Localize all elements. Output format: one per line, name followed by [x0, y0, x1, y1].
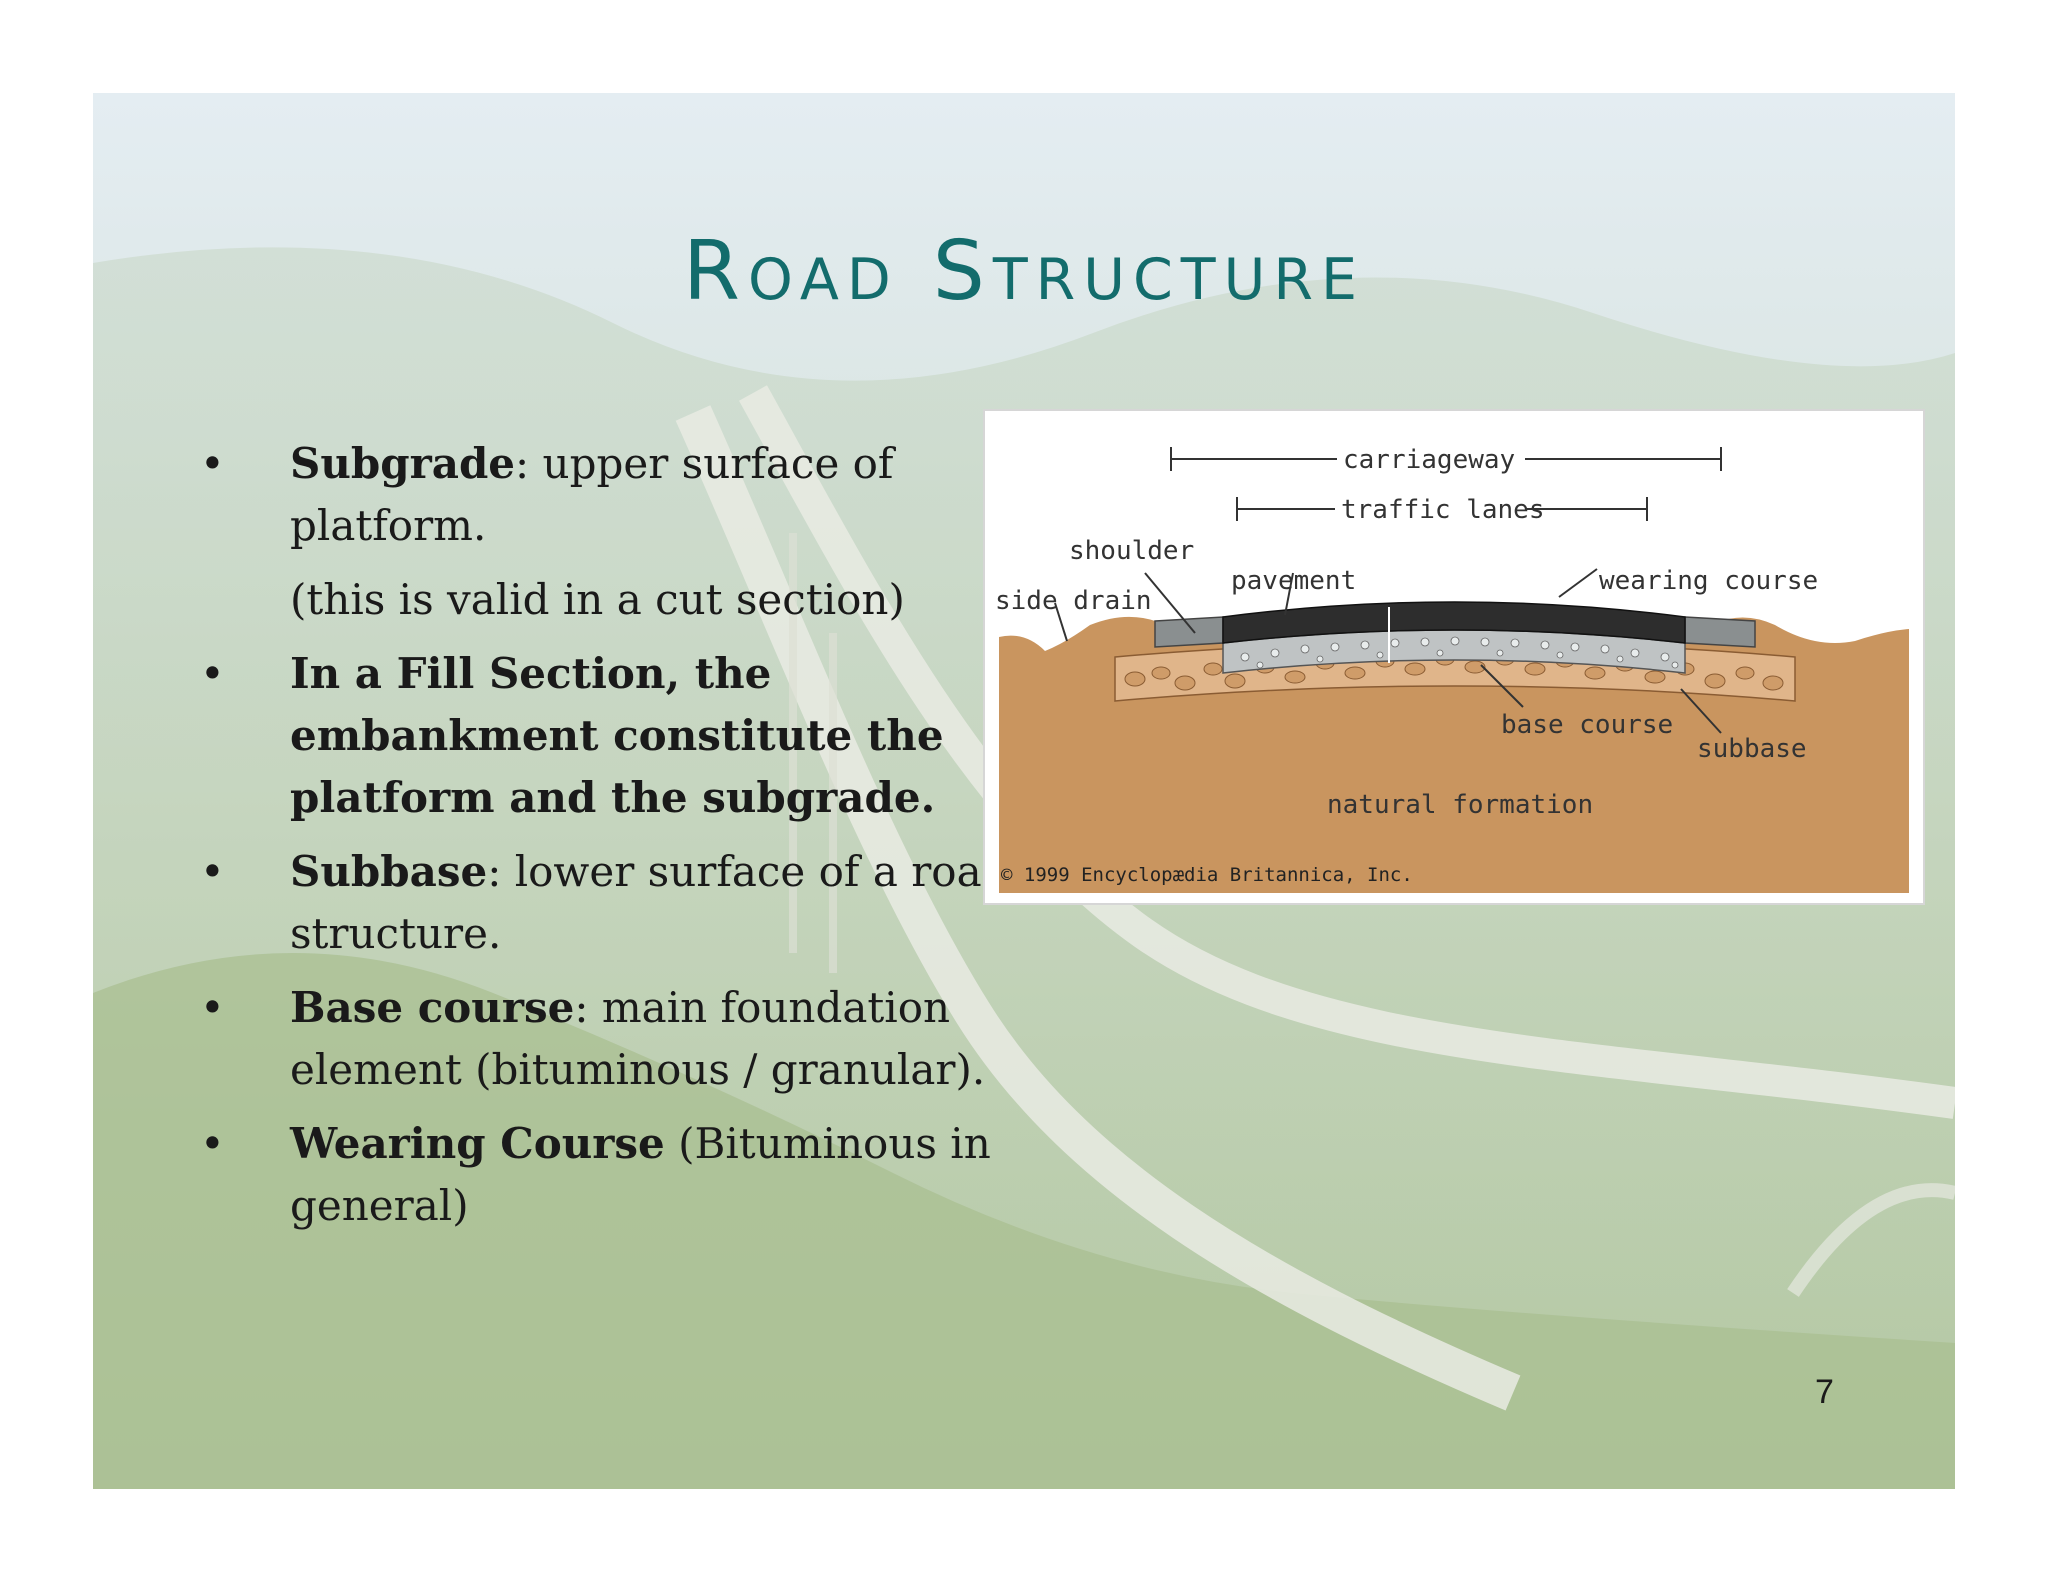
shoulder-left	[1154, 616, 1224, 648]
shoulder-right	[1684, 616, 1756, 648]
label-base-course: base course	[1501, 710, 1673, 740]
bullet-fill-section: • In a Fill Section, the embankment cons…	[200, 643, 1070, 829]
road-cross-section-figure: carriageway traffic lanes shoulder pavem…	[983, 409, 1925, 905]
label-subbase: subbase	[1697, 734, 1807, 764]
bullet-marker: •	[200, 439, 225, 488]
bullet-marker: •	[200, 847, 225, 896]
label-pavement: pavement	[1231, 566, 1356, 596]
term-wearing-course: Wearing Course	[290, 1119, 665, 1168]
term-fill-section: In a Fill Section, the embankment consti…	[290, 649, 944, 822]
note-cut-section: (this is valid in a cut section)	[290, 575, 905, 624]
text-wearing-course: (Bituminous in general)	[290, 1119, 991, 1230]
label-wearing-course: wearing course	[1599, 566, 1818, 596]
copyright-notice: © 1999 Encyclopædia Britannica, Inc.	[1001, 864, 1413, 886]
label-shoulder: shoulder	[1069, 536, 1194, 566]
bullet-marker: •	[200, 983, 225, 1032]
bullet-list: • Subgrade: upper surface of platform. (…	[200, 433, 1070, 1237]
page-number: 7	[1815, 1373, 1834, 1411]
bullet-base-course: • Base course: main foundation element (…	[200, 977, 1070, 1101]
term-base-course: Base course	[290, 983, 575, 1032]
bullet-subgrade: • Subgrade: upper surface of platform.	[200, 433, 1070, 557]
road-cross-section-diagram: carriageway traffic lanes shoulder pavem…	[995, 445, 1909, 893]
slide-title: Road Structure	[683, 224, 1365, 319]
label-side-drain: side drain	[995, 586, 1152, 616]
label-traffic-lanes: traffic lanes	[1341, 495, 1545, 525]
bullet-subbase: • Subbase: lower surface of a road struc…	[200, 841, 1070, 965]
slide: Road Structure • Subgrade: upper surface…	[93, 93, 1955, 1489]
term-subgrade: Subgrade	[290, 439, 516, 488]
text-subgrade: : upper surface of platform.	[290, 439, 894, 550]
label-carriageway: carriageway	[1343, 445, 1515, 475]
label-natural-formation: natural formation	[1327, 790, 1593, 820]
bullet-marker: •	[200, 1119, 225, 1168]
bullet-marker: •	[200, 649, 225, 698]
text-base-course: : main foundation element (bituminous / …	[290, 983, 986, 1094]
term-subbase: Subbase	[290, 847, 488, 896]
text-subbase: : lower surface of a road structure.	[290, 847, 1009, 958]
bullet-wearing-course: • Wearing Course (Bituminous in general)	[200, 1113, 1070, 1237]
wearing-course-layer	[1222, 601, 1686, 644]
